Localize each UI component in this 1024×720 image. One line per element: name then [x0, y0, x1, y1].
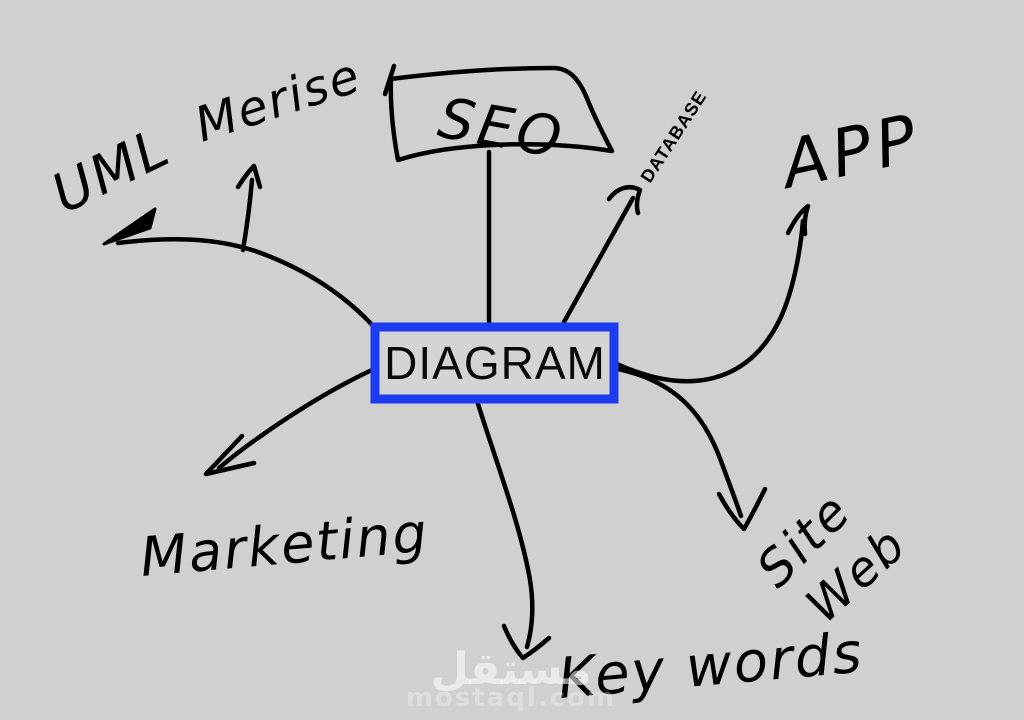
keywords-arrowhead — [501, 623, 552, 661]
seo-banner-tick — [382, 63, 397, 97]
seo-node: SEO — [382, 63, 615, 172]
marketing-curve — [216, 366, 377, 471]
siteweb-curve — [615, 366, 744, 519]
uml-label: UML — [42, 115, 179, 225]
app-arrowhead — [785, 203, 811, 237]
diagram-node: DIAGRAM — [370, 322, 619, 404]
database-branch: DATABASE — [561, 87, 711, 325]
app-label: APP — [771, 99, 928, 204]
seo-banner-shape — [388, 65, 615, 163]
database-arrowhead — [606, 185, 643, 216]
siteweb-branch: Site Web — [615, 366, 917, 634]
uml-merise-curve — [115, 237, 378, 331]
database-label: DATABASE — [637, 87, 711, 186]
marketing-arrowhead — [203, 433, 257, 477]
uml-arrowhead — [102, 207, 157, 246]
watermark-latin: mostaql.com — [406, 683, 616, 713]
merise-label: Merise — [188, 47, 368, 153]
watermark: مستقل mostaql.com — [406, 644, 616, 713]
diagram-box — [370, 322, 619, 404]
app-curve — [614, 218, 806, 384]
keywords-curve — [475, 401, 535, 650]
database-arrow — [561, 195, 636, 325]
seo-label: SEO — [434, 86, 570, 172]
merise-arrow — [240, 177, 255, 253]
diagram-label: DIAGRAM — [384, 337, 606, 389]
uml-merise-branch: UML Merise — [42, 47, 378, 331]
marketing-label: Marketing — [138, 501, 431, 589]
watermark-arabic: مستقل — [431, 644, 592, 695]
siteweb-arrowhead — [716, 486, 768, 532]
merise-arrowhead — [235, 163, 263, 190]
